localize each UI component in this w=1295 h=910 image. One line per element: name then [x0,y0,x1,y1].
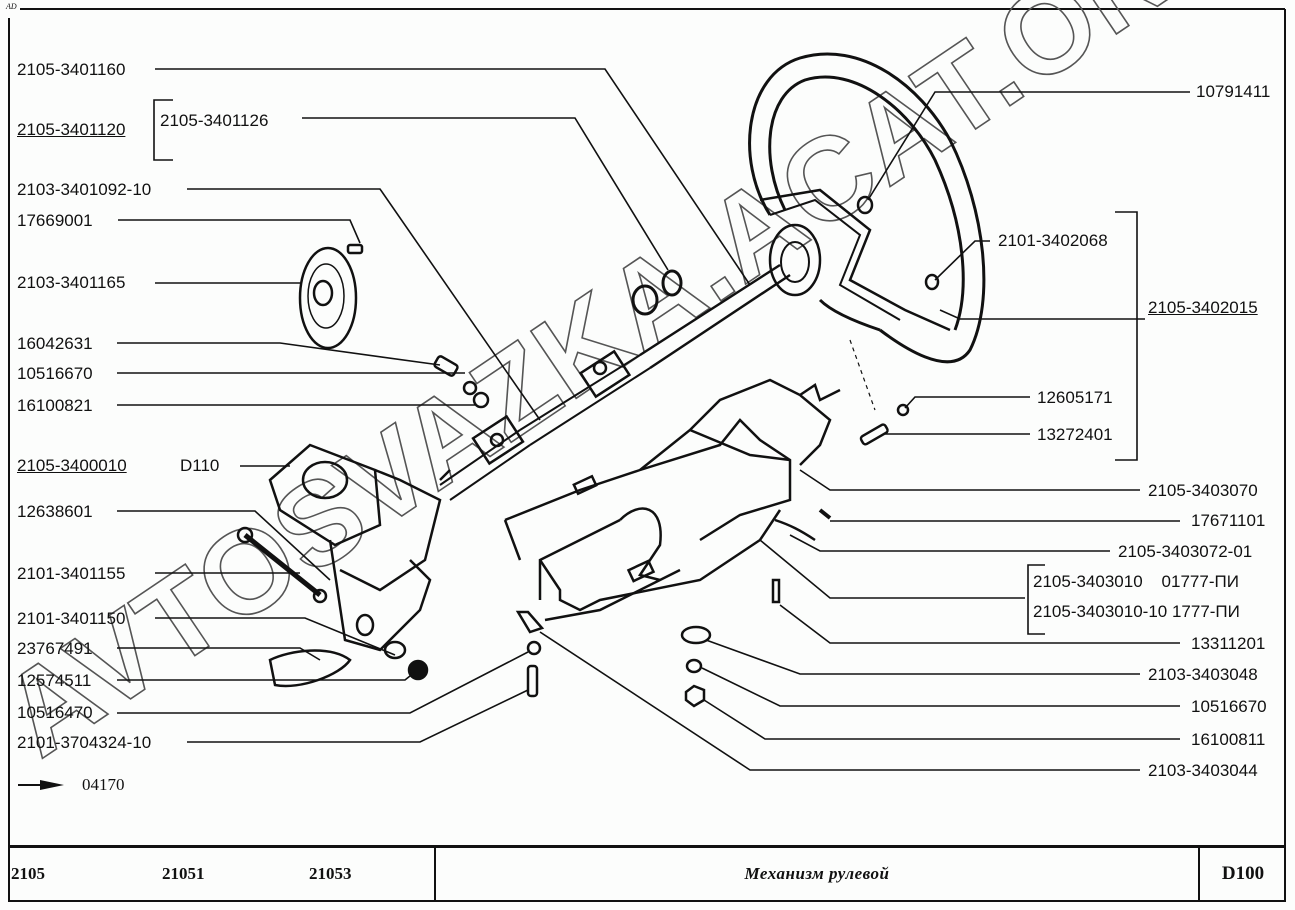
leader-lines [117,68,1190,771]
leader-line [539,631,1140,771]
leader-line [117,647,321,661]
part-number-label: 2105-3403070 [1148,481,1258,500]
part-number-label: 2105-3402015 [1148,298,1258,317]
part-number-label: 2101-3401155 [17,564,126,583]
part-number-label: 2105-3401120 [17,120,126,139]
leader-line [155,617,396,656]
leader-line [779,604,1180,644]
leader-line [117,651,529,714]
leader-line [155,68,751,286]
leader-line [867,91,1190,201]
title-block: 2105 21051 21053 Механизм рулевой D100 [9,845,1286,902]
reference-arrow-icon [18,780,64,790]
part-number-label: 2105-3403072-01 [1118,542,1253,561]
steering-shaft [439,263,791,501]
leader-line [703,699,1180,740]
diagram-title: Механизм рулевой [744,864,890,883]
steering-gear [236,443,451,688]
leader-line [187,689,529,743]
reference-arrow-label: 04170 [82,775,125,794]
part-number-label: 16100821 [17,396,93,415]
leader-line [117,342,441,366]
part-number-label: 13272401 [1037,425,1113,444]
part-number-label: 10791411 [1196,82,1271,101]
part-number-label: 13311201 [1191,634,1266,653]
part-number-label: 2105-3403010 01777-ПИ [1033,572,1239,591]
part-number-label: 16100811 [1191,730,1266,749]
page-frame [8,8,1286,902]
part-number-label: 2101-3704324-10 [17,733,152,752]
part-number-label: 2105-3401160 [17,60,126,79]
part-number-label: 2105-3403010-10 1777-ПИ [1033,602,1240,621]
leader-line [789,534,1110,552]
part-number-label: 10516670 [1191,697,1267,716]
leader-line [187,188,541,421]
leader-line [117,510,331,581]
part-number-label: 17669001 [17,211,93,230]
part-number-label: 23767491 [17,639,93,658]
leader-line [701,667,1180,707]
steering-wheel [748,52,986,364]
model-code-2: 21051 [162,864,205,883]
part-number-label: 12605171 [1037,388,1113,407]
leader-line [117,671,416,681]
part-number-label: 10516470 [17,703,93,722]
part-number-label: 2101-3401150 [17,609,126,628]
divider [434,848,436,900]
part-number-label: 17671101 [1191,511,1266,530]
small-hardware [515,339,910,708]
model-code-1: 2105 [11,864,45,883]
leader-line [705,639,1140,675]
part-number-label: 2103-3403048 [1148,665,1258,684]
part-number-label: 16042631 [17,334,93,353]
label-brackets [153,99,1138,635]
part-number-label: 12574511 [17,671,92,690]
part-number-label: 2103-3403044 [1148,761,1258,780]
part-number-label: 2103-3401092-10 [17,180,152,199]
part-number-label: 12638601 [17,502,93,521]
leader-line [799,469,1140,491]
leader-line [302,117,669,271]
part-number-label: 2105-3401126 [160,111,269,130]
part-number-label: 2103-3401165 [17,273,126,292]
model-code-3: 21053 [309,864,352,883]
flange-plate [298,243,490,409]
part-number-label: 2101-3402068 [998,231,1108,250]
leader-line [118,219,361,244]
page-code: D100 [1221,863,1265,884]
part-number-label: 2105-3400010 [17,456,127,475]
leader-line [934,240,990,281]
leader-line [759,539,1025,599]
part-number-label: 10516670 [17,364,93,383]
column-bracket [503,378,841,622]
corner-mark: AD [6,2,17,11]
leader-line [904,396,1030,409]
part-number-label: D110 [180,456,220,475]
leader-line [939,309,1145,320]
divider [1198,848,1200,900]
